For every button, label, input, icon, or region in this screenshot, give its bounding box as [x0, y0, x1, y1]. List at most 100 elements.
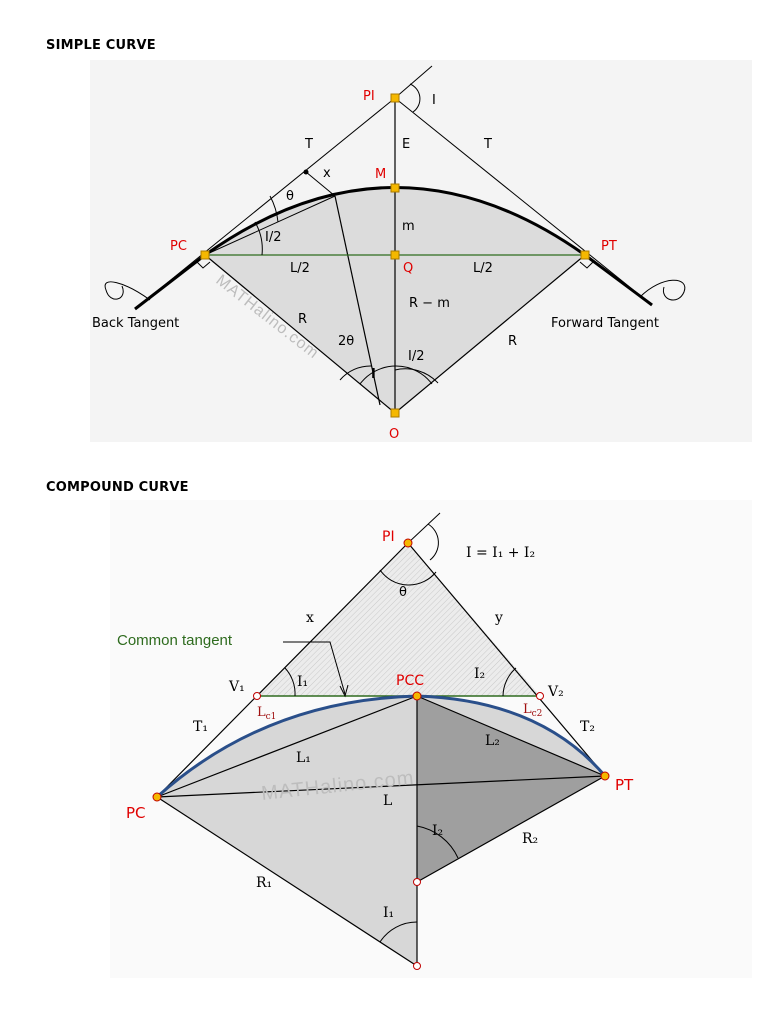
label-x: x — [323, 166, 331, 181]
point-pt-marker — [580, 250, 590, 260]
label-r-left: R — [298, 312, 307, 327]
right-angle-pc — [196, 261, 211, 269]
label-t1: T₁ — [193, 719, 208, 735]
point-v2 — [536, 692, 544, 700]
label-i2-top: I₂ — [474, 666, 485, 682]
forward-tangent-line — [394, 97, 653, 306]
offset-x-line — [305, 171, 336, 197]
radius-left — [204, 254, 396, 414]
point-o2 — [413, 878, 421, 886]
label-m-small: m — [402, 219, 415, 234]
simple-curve-figure: MATHalino.com PI I T E T x M θ m I/2 PC … — [90, 60, 752, 442]
label-lc2: Lc2 — [523, 702, 542, 719]
label-q: Q — [403, 261, 413, 276]
common-tangent-arrow — [339, 684, 349, 698]
label-l-half-right: L/2 — [473, 261, 493, 276]
label-pc: PC — [170, 239, 187, 254]
label-i2-low: I₂ — [432, 823, 443, 839]
angle-arc-o — [359, 365, 433, 385]
tangent-pi-pt — [407, 542, 606, 777]
hatched-triangle — [257, 543, 540, 696]
point-q-marker — [390, 250, 400, 260]
label-t-left: T — [304, 137, 313, 152]
chord-l2 — [416, 695, 606, 777]
label-t-right: T — [483, 137, 492, 152]
forward-tangent-pointer — [639, 279, 686, 301]
label-pt: PT — [601, 239, 617, 254]
label-r2: R₂ — [522, 831, 538, 847]
label-l: L — [383, 793, 392, 809]
label-r1: R₁ — [256, 875, 272, 891]
label-l-half-left: L/2 — [290, 261, 310, 276]
angle-arc-pc — [254, 221, 263, 256]
label-lc1: Lc1 — [257, 705, 276, 722]
back-tangent-pointer — [104, 281, 151, 301]
label-two-theta: 2θ — [338, 334, 354, 349]
point-m-marker — [390, 183, 400, 193]
angle-arc-i2-low — [416, 825, 459, 859]
radius-r2 — [416, 775, 606, 883]
angle-arc-i1-low — [379, 921, 418, 943]
label-forward-tangent: Forward Tangent — [551, 316, 659, 331]
label-r-right: R — [508, 334, 517, 349]
label-i-o: I — [371, 367, 376, 382]
radius-r1 — [156, 796, 418, 967]
tangent-pc-pi — [156, 542, 409, 798]
radius-to-curve — [334, 195, 381, 406]
offset-point — [303, 169, 309, 175]
label-pcc: PCC — [396, 673, 424, 689]
right-angle-pt — [579, 261, 594, 269]
point-pt-compound — [600, 771, 610, 781]
back-tangent-thick — [134, 253, 206, 311]
label-e: E — [402, 137, 410, 152]
label-i-half-o: I/2 — [408, 349, 425, 364]
compound-curve-heading: COMPOUND CURVE — [46, 480, 189, 495]
label-pc-compound: PC — [126, 804, 146, 822]
sub-chord — [204, 195, 336, 256]
label-m: M — [375, 167, 386, 182]
point-pc-compound — [152, 792, 162, 802]
label-pt-compound: PT — [615, 776, 634, 794]
point-o1 — [413, 962, 421, 970]
label-v1: V₁ — [228, 679, 245, 695]
point-pc-marker — [200, 250, 210, 260]
point-pi-compound — [403, 538, 413, 548]
label-l2: L₂ — [485, 733, 500, 749]
angle-arc-theta-compound — [379, 569, 437, 586]
label-x-compound: x — [306, 610, 314, 626]
label-i-half-pc: I/2 — [265, 230, 282, 245]
label-i-top: I — [432, 93, 436, 108]
point-pcc — [412, 691, 422, 701]
label-theta: θ — [286, 189, 294, 204]
label-y-compound: y — [494, 610, 503, 626]
compound-curve-figure: MATHalino.com PI I = I₁ + I₂ θ x y Commo… — [110, 500, 752, 978]
sector-r1 — [157, 696, 417, 966]
label-back-tangent: Back Tangent — [92, 316, 179, 331]
radius-right — [394, 254, 586, 414]
label-o: O — [389, 427, 399, 442]
label-pi: PI — [363, 89, 375, 104]
angle-arc-theta — [269, 195, 279, 223]
angle-arc-v2 — [502, 667, 517, 697]
label-i1-low: I₁ — [383, 905, 394, 921]
angle-arc-half — [394, 368, 439, 384]
label-common-tangent: Common tangent — [117, 632, 233, 649]
angle-arc-pi-compound — [427, 523, 439, 561]
label-formula: I = I₁ + I₂ — [466, 545, 535, 561]
point-v1 — [253, 692, 261, 700]
label-r-minus-m: R − m — [409, 296, 450, 311]
angle-arc-2theta — [339, 365, 373, 381]
point-o-marker — [390, 408, 400, 418]
angle-arc-pi — [409, 83, 421, 113]
point-pi-marker — [390, 93, 400, 103]
simple-curve-heading: SIMPLE CURVE — [46, 38, 156, 53]
chord-l1 — [156, 695, 418, 798]
label-t2: T₂ — [580, 719, 595, 735]
angle-arc-v1 — [284, 667, 296, 697]
label-pi-compound: PI — [382, 529, 395, 545]
common-tangent-pointer — [283, 641, 346, 695]
compound-curve-arc — [155, 694, 607, 799]
label-theta-compound: θ — [399, 585, 407, 600]
sector-r2 — [417, 696, 605, 882]
